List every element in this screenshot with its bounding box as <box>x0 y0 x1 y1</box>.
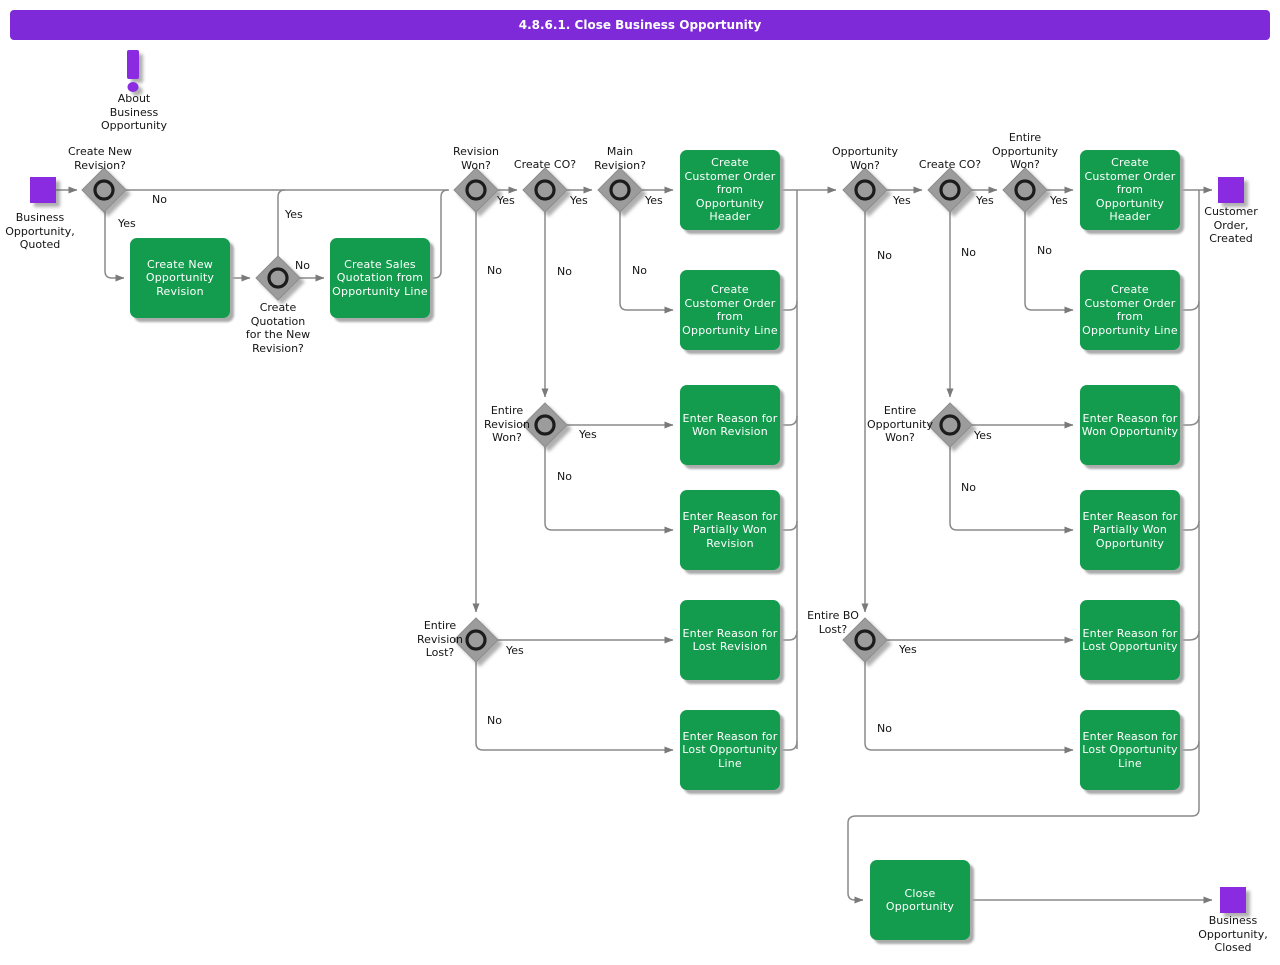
decision-revision-won[interactable] <box>453 167 499 213</box>
activity-enter-reason-lost-revision[interactable]: Enter Reason for Lost Revision <box>680 600 780 680</box>
edge-label-yes: Yes <box>497 194 515 207</box>
decision-entire-bo-lost-label: Entire BO Lost? <box>807 609 859 636</box>
decision-opportunity-won-label: Opportunity Won? <box>831 145 899 172</box>
edge-entire-revision-lost-no <box>475 662 674 754</box>
edge-label-no: No <box>152 193 167 206</box>
edge-label-no: No <box>632 264 647 277</box>
edge-label-no: No <box>1037 244 1052 257</box>
activity-enter-reason-won-revision[interactable]: Enter Reason for Won Revision <box>680 385 780 465</box>
activity-create-co-from-opportunity-line-right[interactable]: Create Customer Order from Opportunity L… <box>1080 270 1180 350</box>
decision-entire-revision-won-label: Entire Revision Won? <box>484 404 530 444</box>
decision-entire-revision-lost[interactable] <box>453 617 499 663</box>
edge-label-no: No <box>557 265 572 278</box>
edge-merge-right-row3 <box>1180 415 1200 426</box>
edge-label-no: No <box>487 264 502 277</box>
decision-entire-opportunity-won-top[interactable] <box>1002 167 1048 213</box>
edge-merge-right-row4 <box>1180 520 1200 531</box>
edge-merge-right-to-close-opportunity <box>847 190 1200 904</box>
edge-merge-left-row6 <box>780 740 798 751</box>
edge-label-yes: Yes <box>570 194 588 207</box>
edge-label-no: No <box>961 481 976 494</box>
decision-entire-bo-lost[interactable] <box>842 617 888 663</box>
edge-entire-revision-won-no <box>544 447 674 534</box>
decision-create-co-1-label: Create CO? <box>513 158 577 171</box>
edge-label-no: No <box>877 722 892 735</box>
edge-label-no: No <box>557 470 572 483</box>
decision-entire-opp-won-top-label: Entire Opportunity Won? <box>991 131 1059 171</box>
activity-close-opportunity[interactable]: Close Opportunity <box>870 860 970 940</box>
edge-sales-quotation-to-trunk <box>430 189 449 279</box>
activity-create-new-opportunity-revision[interactable]: Create New Opportunity Revision <box>130 238 230 318</box>
edge-label-yes: Yes <box>974 429 992 442</box>
decision-opportunity-won[interactable] <box>842 167 888 213</box>
edge-entire-opp-won-top-no <box>1024 212 1074 314</box>
edge-label-no: No <box>877 249 892 262</box>
edge-label-yes: Yes <box>899 643 917 656</box>
edge-label-yes: Yes <box>645 194 663 207</box>
edge-yes-to-create-new-opportunity-revision <box>104 202 125 282</box>
edge-label-yes: Yes <box>893 194 911 207</box>
edge-main-revision-no <box>619 212 674 314</box>
diagram-title-bar: 4.8.6.1. Close Business Opportunity <box>10 10 1270 40</box>
decision-main-revision-label: Main Revision? <box>594 145 646 172</box>
edge-merge-right-row2 <box>1180 300 1200 311</box>
edge-merge-right-row5 <box>1180 630 1200 641</box>
edge-label-yes: Yes <box>1050 194 1068 207</box>
activity-create-co-from-opportunity-line-left[interactable]: Create Customer Order from Opportunity L… <box>680 270 780 350</box>
edge-label-no: No <box>487 714 502 727</box>
activity-enter-reason-partially-won-revision[interactable]: Enter Reason for Partially Won Revision <box>680 490 780 570</box>
edge-entire-bo-lost-no <box>864 662 1074 754</box>
edge-merge-left-row3 <box>780 415 798 426</box>
decision-entire-revision-won[interactable] <box>522 402 568 448</box>
edge-merge-right-row6 <box>1180 740 1200 751</box>
edge-label-yes: Yes <box>579 428 597 441</box>
edge-merge-left-row2 <box>780 300 798 311</box>
decision-create-quotation-label: Create Quotation for the New Revision? <box>245 301 311 355</box>
end-event-business-opportunity-closed[interactable] <box>1220 887 1246 913</box>
end-event-bo-closed-label: Business Opportunity, Closed <box>1198 914 1268 954</box>
edge-label-yes: Yes <box>976 194 994 207</box>
decision-create-co-1[interactable] <box>522 167 568 213</box>
edge-label-no: No <box>295 259 310 272</box>
decision-entire-revision-lost-label: Entire Revision Lost? <box>417 619 463 659</box>
edge-label-no: No <box>961 246 976 259</box>
decision-entire-opp-won-low-label: Entire Opportunity Won? <box>866 404 934 444</box>
about-exclamation-icon[interactable] <box>127 50 139 92</box>
about-note-label: About Business Opportunity <box>100 92 168 132</box>
decision-create-new-revision-label: Create New Revision? <box>67 145 133 172</box>
activity-create-co-from-opportunity-header-left[interactable]: Create Customer Order from Opportunity H… <box>680 150 780 230</box>
start-event-label: Business Opportunity, Quoted <box>5 211 75 251</box>
edge-label-yes: Yes <box>285 208 303 221</box>
edge-label-yes: Yes <box>118 217 136 230</box>
activity-enter-reason-won-opportunity[interactable]: Enter Reason for Won Opportunity <box>1080 385 1180 465</box>
start-event-business-opportunity-quoted[interactable] <box>30 177 56 203</box>
edge-merge-left-row4 <box>780 520 798 531</box>
activity-create-co-from-opportunity-header-right[interactable]: Create Customer Order from Opportunity H… <box>1080 150 1180 230</box>
decision-create-co-2-label: Create CO? <box>918 158 982 171</box>
decision-create-new-revision[interactable] <box>81 167 127 213</box>
edge-merge-left-row5 <box>780 630 798 641</box>
end-event-customer-order-created[interactable] <box>1218 177 1244 203</box>
end-event-customer-order-label: Customer Order, Created <box>1204 205 1258 245</box>
decision-main-revision[interactable] <box>597 167 643 213</box>
decision-create-quotation-for-new-revision[interactable] <box>255 255 301 301</box>
decision-create-co-2[interactable] <box>927 167 973 213</box>
activity-enter-reason-lost-opportunity[interactable]: Enter Reason for Lost Opportunity <box>1080 600 1180 680</box>
edge-yes-up-to-trunk <box>277 189 286 256</box>
activity-enter-reason-lost-opportunity-line-right[interactable]: Enter Reason for Lost Opportunity Line <box>1080 710 1180 790</box>
decision-entire-opportunity-won-low[interactable] <box>927 402 973 448</box>
activity-enter-reason-partially-won-opportunity[interactable]: Enter Reason for Partially Won Opportuni… <box>1080 490 1180 570</box>
activity-create-sales-quotation-from-opportunity-line[interactable]: Create Sales Quotation from Opportunity … <box>330 238 430 318</box>
edge-entire-opp-won-low-no <box>949 447 1074 534</box>
decision-revision-won-label: Revision Won? <box>453 145 499 172</box>
diagram-title: 4.8.6.1. Close Business Opportunity <box>518 18 762 32</box>
edge-label-yes: Yes <box>506 644 524 657</box>
activity-enter-reason-lost-opportunity-line-left[interactable]: Enter Reason for Lost Opportunity Line <box>680 710 780 790</box>
